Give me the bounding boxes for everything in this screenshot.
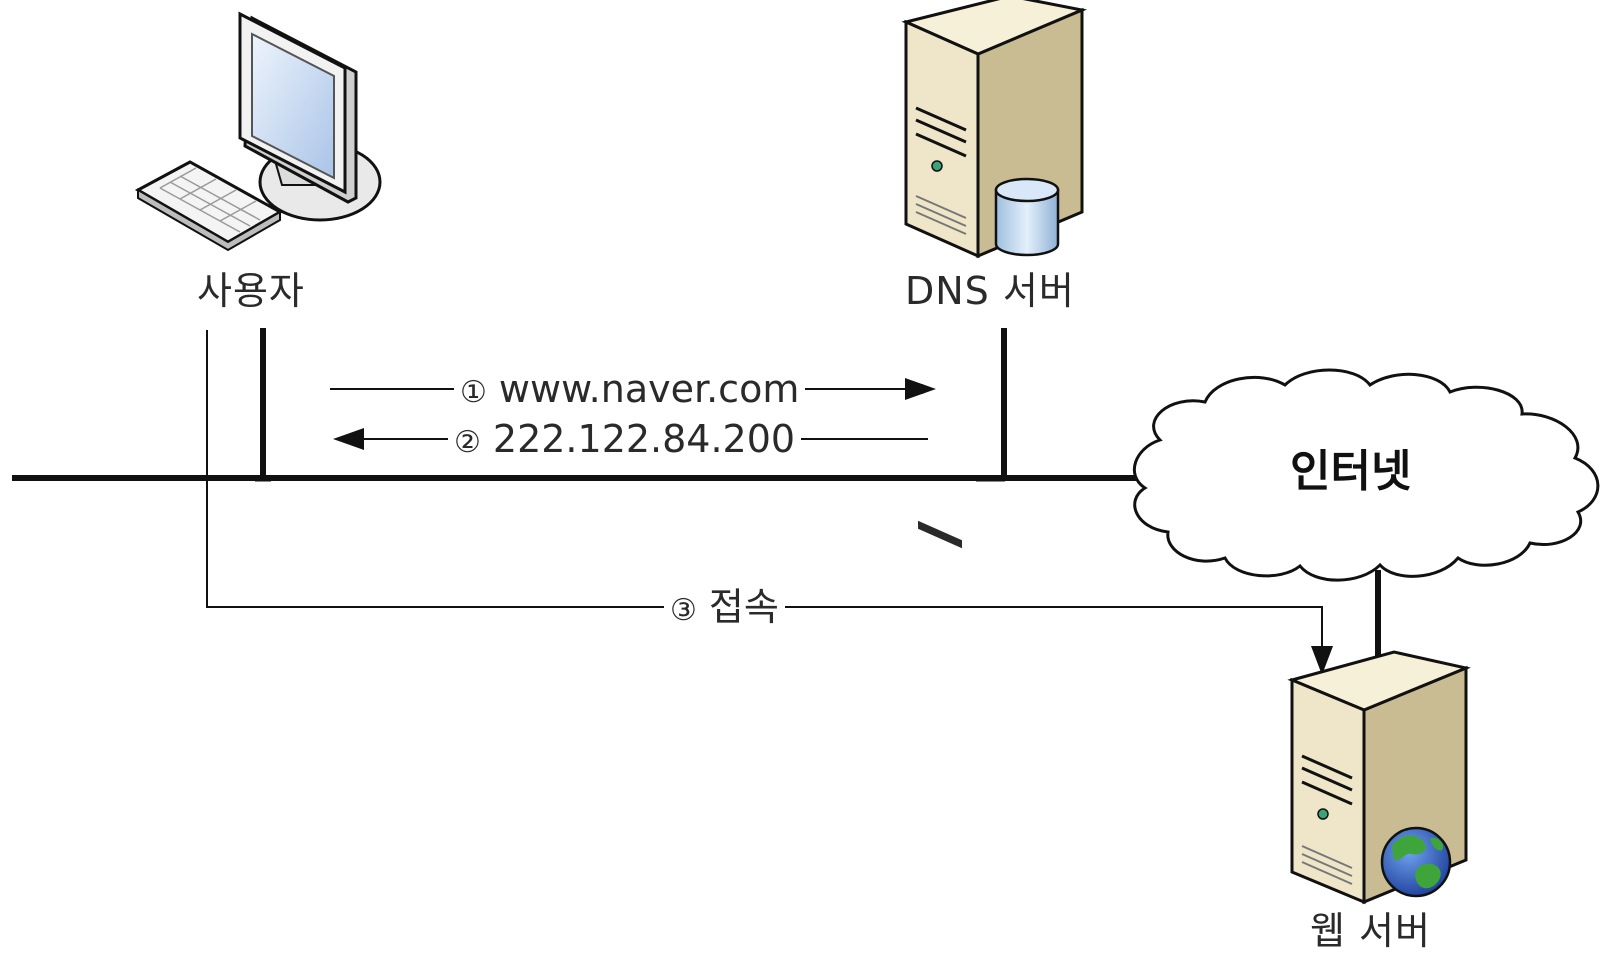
dns-server-label: DNS 서버 [905,269,1075,313]
message-3-text: 접속 [708,585,779,629]
desktop-computer-icon [134,11,382,252]
message-3-step: ③ [670,593,697,628]
message-1-step: ① [460,375,487,410]
database-cylinder-icon [994,177,1060,257]
web-server-label: 웹 서버 [1310,909,1431,953]
message-2-label: ② 222.122.84.200 [448,417,802,461]
user-label: 사용자 [197,269,305,313]
message-2-text: 222.122.84.200 [492,417,796,461]
internet-label: 인터넷 [1290,446,1412,497]
message-3-arrowhead [1311,646,1333,675]
database-server-icon [901,0,1088,549]
web-server-globe-icon [1287,650,1471,905]
message-1-label: ① www.naver.com [454,367,806,411]
message-2-arrowhead [333,428,364,450]
globe-icon [1380,826,1452,898]
message-1-text: www.naver.com [498,367,800,411]
cloud-icon [1132,368,1600,582]
message-1-arrowhead [905,378,936,400]
message-3-label: ③ 접속 [664,588,785,626]
message-2-step: ② [454,425,481,460]
